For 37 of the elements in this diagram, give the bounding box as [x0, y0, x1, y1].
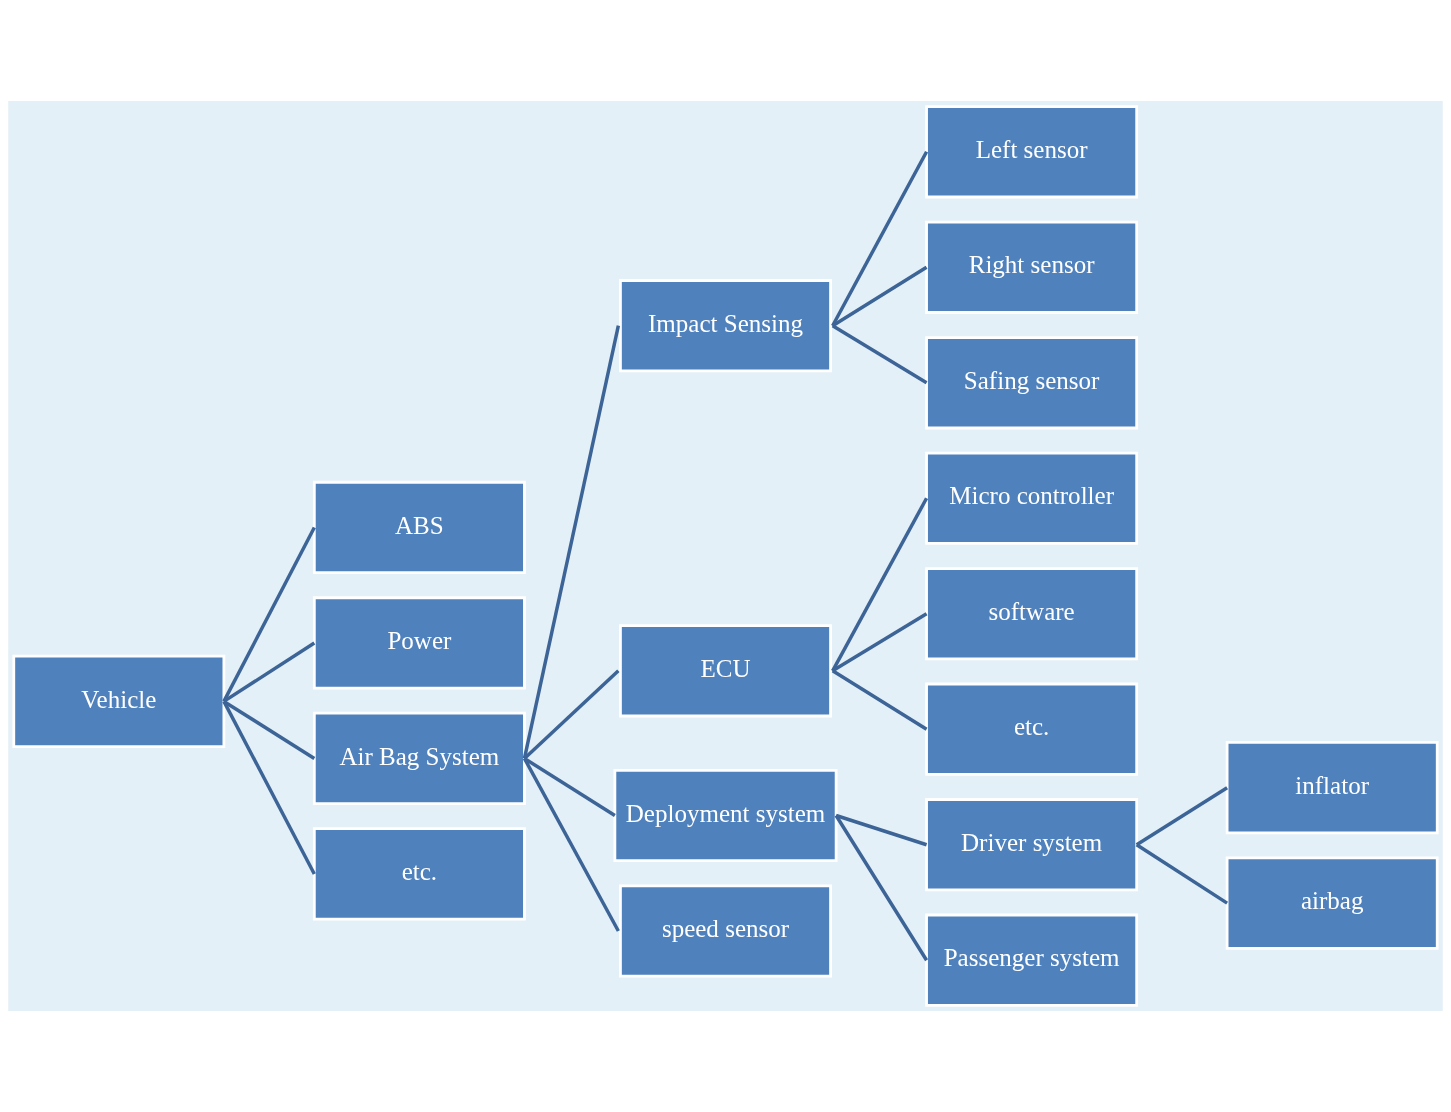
node-box: etc.: [312, 827, 526, 921]
node-box: Air Bag System: [312, 711, 526, 806]
connector: [831, 669, 928, 731]
connector: [831, 612, 928, 673]
node-box: etc.: [925, 682, 1139, 776]
connector: [523, 757, 616, 817]
connector: [522, 325, 621, 759]
node-box: Vehicle: [12, 654, 226, 748]
node-box: Power: [312, 596, 526, 690]
connector: [834, 814, 929, 962]
node-box: Left sensor: [925, 105, 1139, 199]
connector: [523, 669, 620, 760]
node-box: inflator: [1225, 741, 1439, 835]
connector: [222, 700, 316, 875]
node-box: Deployment system: [613, 768, 838, 863]
connector: [222, 526, 316, 703]
connector: [831, 265, 928, 328]
connector: [831, 150, 929, 327]
node-box: speed sensor: [619, 884, 832, 978]
connector: [222, 699, 316, 760]
connector: [831, 324, 928, 385]
connector: [831, 497, 929, 672]
node-box: airbag: [1225, 856, 1439, 950]
node-box: Safing sensor: [925, 336, 1139, 430]
node-box: Right sensor: [925, 220, 1139, 314]
connector: [1135, 786, 1229, 847]
node-box: Passenger system: [925, 913, 1139, 1007]
connector: [1135, 843, 1229, 905]
connector: [522, 757, 620, 932]
connector: [835, 813, 928, 847]
node-box: software: [925, 567, 1139, 661]
connector: [222, 641, 316, 703]
node-box: ABS: [312, 480, 526, 575]
node-box: Driver system: [925, 798, 1139, 892]
node-box: ECU: [619, 624, 832, 718]
node-box: Micro controller: [925, 451, 1139, 545]
node-box: Impact Sensing: [619, 279, 832, 373]
